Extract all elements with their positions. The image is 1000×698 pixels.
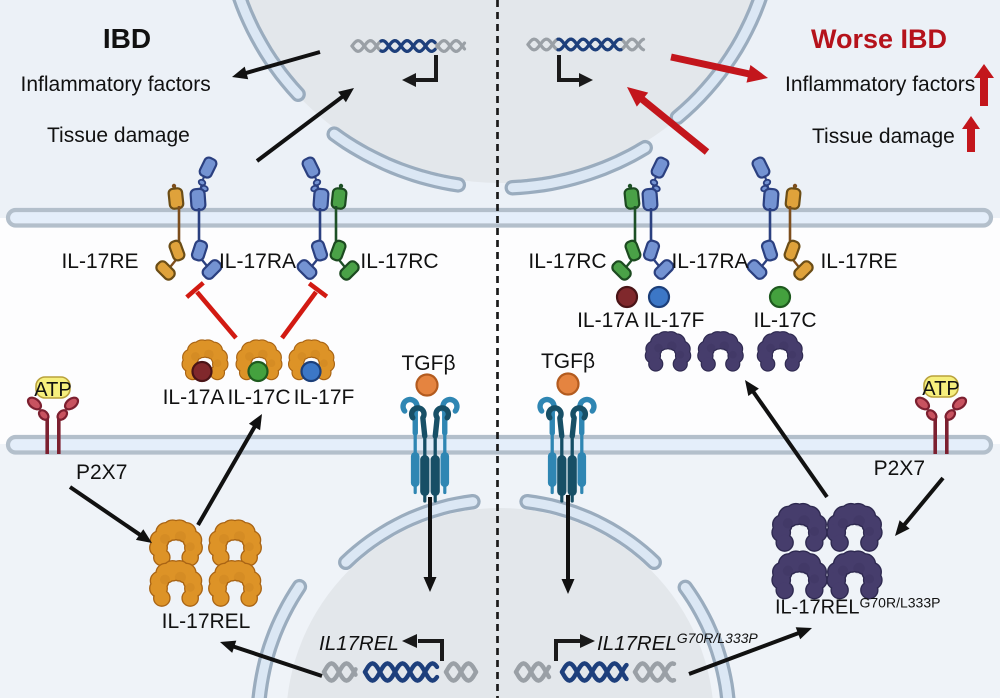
svg-text:IL-17C: IL-17C: [753, 309, 816, 332]
svg-text:TGFβ: TGFβ: [401, 352, 455, 375]
svg-text:IL-17RA: IL-17RA: [219, 250, 296, 273]
svg-text:Tissue damage: Tissue damage: [812, 125, 955, 148]
svg-text:IL-17RC: IL-17RC: [360, 250, 438, 273]
svg-text:Tissue damage: Tissue damage: [47, 124, 190, 147]
svg-text:IL-17RE: IL-17RE: [61, 250, 138, 273]
svg-text:IBD: IBD: [103, 23, 151, 54]
svg-text:P2X7: P2X7: [76, 461, 127, 484]
svg-text:Worse IBD: Worse IBD: [811, 24, 947, 54]
svg-text:TGFβ: TGFβ: [541, 350, 595, 373]
svg-text:IL17REL: IL17REL: [319, 632, 399, 655]
svg-text:IL-17REL: IL-17REL: [162, 610, 251, 633]
svg-text:ATP: ATP: [922, 378, 959, 400]
svg-text:IL-17RC: IL-17RC: [528, 250, 606, 273]
svg-text:P2X7: P2X7: [874, 457, 925, 480]
svg-text:ATP: ATP: [34, 379, 71, 401]
svg-text:IL-17A: IL-17A: [163, 386, 225, 409]
svg-text:IL-17C: IL-17C: [227, 386, 290, 409]
svg-text:IL-17F: IL-17F: [294, 386, 355, 409]
svg-text:Inflammatory factors: Inflammatory factors: [785, 73, 975, 96]
svg-text:IL-17RE: IL-17RE: [820, 250, 897, 273]
svg-text:IL-17RA: IL-17RA: [671, 250, 748, 273]
svg-text:IL-17RELG70R/L333P: IL-17RELG70R/L333P: [775, 595, 940, 619]
svg-text:Inflammatory factors: Inflammatory factors: [21, 73, 211, 96]
svg-text:IL-17A: IL-17A: [577, 309, 639, 332]
svg-text:IL-17F: IL-17F: [644, 309, 705, 332]
